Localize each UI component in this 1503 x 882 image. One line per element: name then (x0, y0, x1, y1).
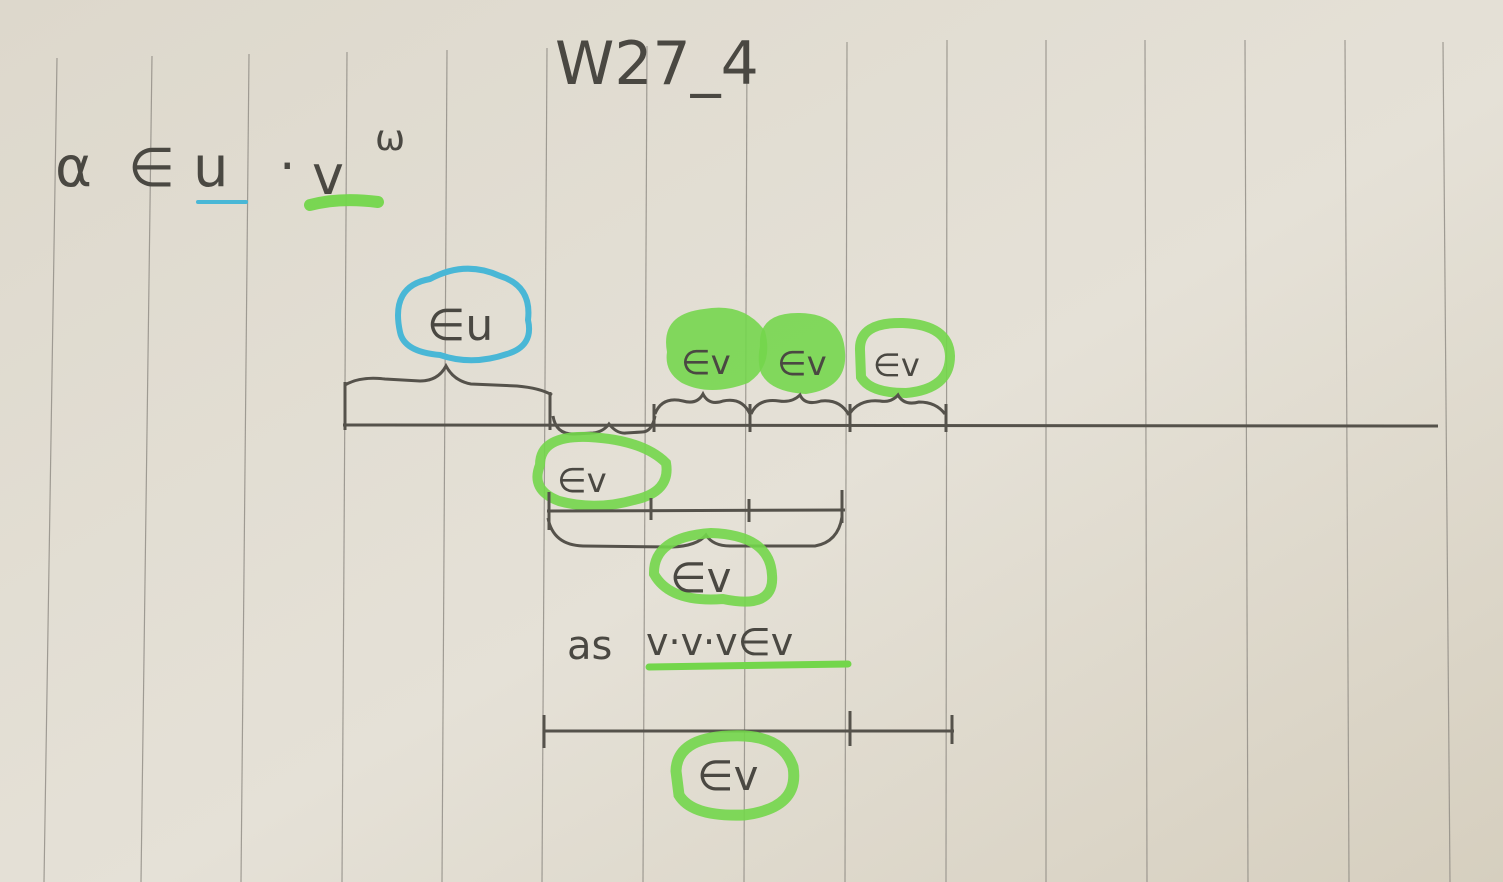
v-bubble-label: ∈v (670, 553, 731, 602)
v-bubble-highlight (758, 312, 846, 394)
v-bubble-outline (648, 527, 778, 607)
v-bubble-label: ∈v (697, 751, 758, 800)
v-brace-small (848, 392, 947, 415)
v-bubble-label: ∈v (557, 461, 607, 501)
vvv-in-v-text: v·v·v∈v (646, 620, 793, 664)
v-bubble-label: ∈v (777, 344, 827, 384)
ruling-line (1442, 41, 1451, 882)
formula: α ∈ u · v ω (55, 118, 405, 211)
ruling-line (945, 39, 948, 882)
u-bubble-label: ∈u (427, 300, 493, 351)
v-bubble-label: ∈v (873, 346, 920, 384)
v-bubble-outline (532, 431, 672, 511)
formula-v: v (312, 144, 344, 207)
as-prefix: as (567, 623, 612, 669)
middle-group-line (546, 508, 846, 513)
v-green-highlight (304, 194, 384, 211)
v-bubble-outline (670, 730, 800, 821)
v-brace-small (749, 392, 851, 416)
main-timeline-ticks (343, 382, 948, 432)
ruling-line (240, 53, 250, 882)
u-blue-circle (395, 265, 532, 364)
ruling-line (441, 49, 448, 882)
v-bubble-label: ∈v (681, 343, 731, 383)
ruling-line (341, 51, 348, 882)
ruling-line (642, 45, 648, 882)
main-timeline (342, 423, 1439, 428)
formula-dot: · (279, 137, 296, 197)
formula-member-of: ∈ (128, 136, 175, 199)
formula-u: u (193, 135, 229, 200)
ruling-line (140, 55, 153, 882)
formula-omega: ω (375, 118, 405, 159)
ruling-line (43, 57, 58, 882)
v-bubble-highlight (666, 307, 768, 390)
ruling-line (1244, 39, 1249, 882)
ruling-line (844, 41, 848, 882)
ruling-line (743, 43, 748, 882)
page-title: W27_4 (555, 29, 759, 99)
v-brace-small (653, 390, 752, 415)
u-brace (344, 362, 553, 397)
ruling-line (1344, 39, 1350, 882)
v-bubble-outline (855, 317, 956, 399)
formula-alpha: α (55, 135, 92, 200)
vvv-green-underline (645, 660, 852, 671)
ruling-line (1144, 39, 1148, 882)
top-v-bubbles: ∈v ∈v ∈v (666, 307, 956, 399)
bottom-interval-ticks (542, 711, 954, 748)
